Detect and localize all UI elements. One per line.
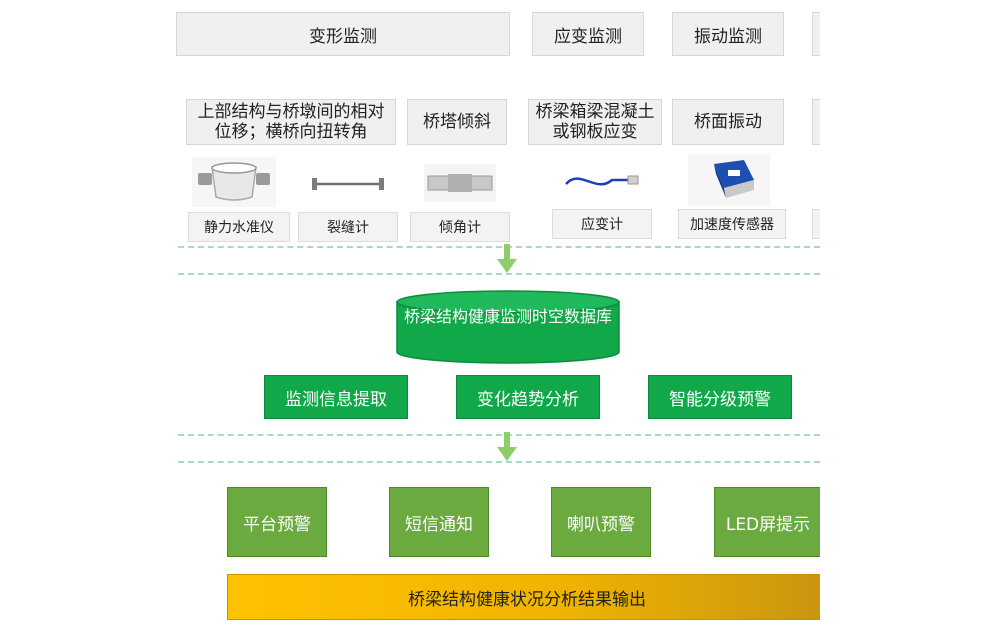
output-led-display: LED屏提示 — [714, 487, 820, 557]
item-relative-displacement: 上部结构与桥墩间的相对位移；横桥向扭转角 — [186, 99, 396, 145]
database-label: 桥梁结构健康监测时空数据库 — [403, 307, 612, 326]
separator-line — [178, 273, 820, 275]
instrument-level-gauge: 静力水准仪 — [188, 212, 290, 242]
crack-meter-icon — [312, 178, 384, 190]
item-tower-tilt: 桥塔倾斜 — [407, 99, 507, 145]
function-info-extraction: 监测信息提取 — [264, 375, 408, 419]
result-output-banner: 桥梁结构健康状况分析结果输出 — [227, 574, 820, 620]
accelerometer-icon — [688, 154, 770, 206]
item-deck-vibration: 桥面振动 — [672, 99, 784, 145]
instrument-strain-gauge: 应变计 — [552, 209, 652, 239]
database-cylinder — [396, 290, 620, 364]
separator-line — [178, 461, 820, 463]
category-vibration: 振动监测 — [672, 12, 784, 56]
instrument-accelerometer: 加速度传感器 — [678, 209, 786, 239]
separator-line — [178, 434, 820, 436]
category-deformation: 变形监测 — [176, 12, 510, 56]
item-girder-strain: 桥梁箱梁混凝土或钢板应变 — [528, 99, 662, 145]
category-strain: 应变监测 — [532, 12, 644, 56]
function-trend-analysis: 变化趋势分析 — [456, 375, 600, 419]
instrument-cut-off — [812, 209, 820, 239]
output-platform-warning: 平台预警 — [227, 487, 327, 557]
strain-gauge-icon — [565, 175, 639, 186]
function-graded-warning: 智能分级预警 — [648, 375, 792, 419]
separator-line — [178, 246, 820, 248]
category-cut-off — [812, 12, 820, 56]
instrument-crack-meter: 裂缝计 — [298, 212, 398, 242]
inclinometer-icon — [424, 164, 496, 202]
level-gauge-icon — [192, 157, 276, 207]
instrument-inclinometer: 倾角计 — [410, 212, 510, 242]
monitoring-flow-diagram: 变形监测 应变监测 振动监测 上部结构与桥墩间的相对位移；横桥向扭转角 桥塔倾斜… — [176, 12, 820, 620]
item-cut-off — [812, 99, 820, 145]
output-speaker-warning: 喇叭预警 — [551, 487, 651, 557]
output-sms-notice: 短信通知 — [389, 487, 489, 557]
down-arrow-icon — [497, 244, 517, 273]
down-arrow-icon — [497, 432, 517, 461]
